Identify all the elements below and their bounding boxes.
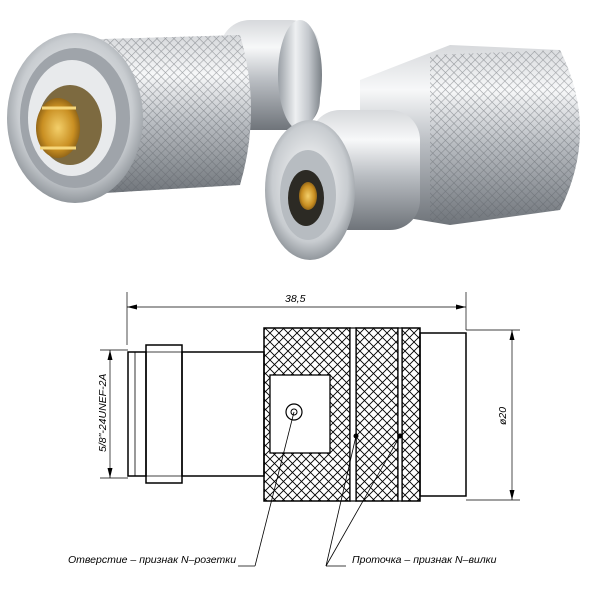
hex-collar [145, 344, 183, 484]
thread-label: 5/8"-24UNEF-2A [97, 374, 109, 452]
thread-nose [127, 351, 147, 477]
diameter-label: ø20 [497, 407, 509, 425]
technical-drawing: 38,5 ø20 5/8"-24UNEF-2A [68, 292, 520, 567]
product-photo [7, 20, 580, 260]
gold-socket-icon [299, 182, 317, 210]
gold-contact-icon [36, 98, 80, 158]
leader-lines [238, 411, 401, 567]
connector-female-view [265, 45, 580, 260]
note-groove-text: Проточка – признак N–вилки [352, 554, 497, 566]
knurl-section-2 [355, 327, 399, 502]
connector-outline [127, 327, 467, 502]
diameter-dimension: ø20 [466, 329, 520, 501]
length-dimension: 38,5 [126, 292, 467, 345]
rear-section [419, 332, 467, 497]
body-section [181, 351, 265, 477]
length-dim-label: 38,5 [285, 293, 306, 305]
connector-male-view [7, 20, 322, 203]
note-hole-text: Отверстие – признак N–розетки [68, 554, 236, 566]
knurl-section-3 [401, 327, 421, 502]
thread-dimension: 5/8"-24UNEF-2A [97, 349, 128, 479]
